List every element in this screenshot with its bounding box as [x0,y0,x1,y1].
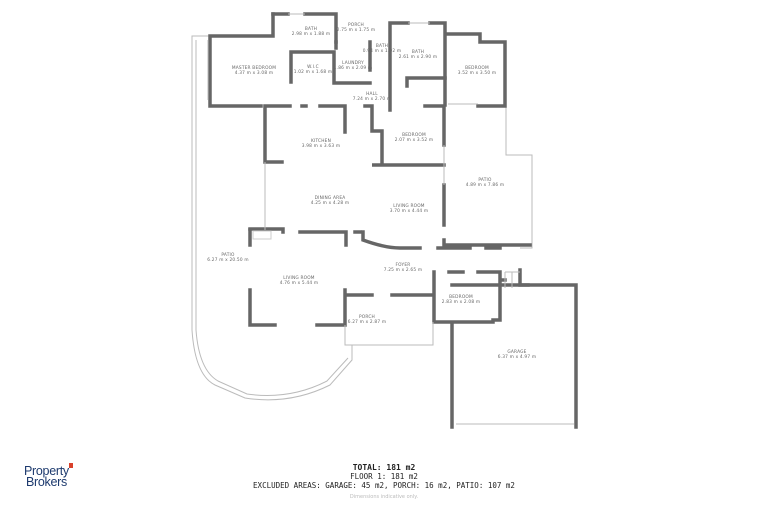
svg-text:DINING AREA: DINING AREA [315,195,346,201]
svg-text:PORCH: PORCH [348,22,364,28]
svg-text:LIVING ROOM: LIVING ROOM [283,275,315,281]
svg-text:6.37 m x 4.97 m: 6.37 m x 4.97 m [498,354,537,360]
svg-text:BATH: BATH [412,49,424,55]
svg-text:BATH: BATH [305,26,317,32]
svg-text:6.27 m x 20.50 m: 6.27 m x 20.50 m [207,257,248,263]
svg-text:BEDROOM: BEDROOM [449,294,473,300]
svg-text:4.76 m x 5.44 m: 4.76 m x 5.44 m [280,280,319,286]
logo-line2: Brokers [25,475,67,489]
svg-text:2.98 m x 1.88 m: 2.98 m x 1.88 m [292,31,331,37]
svg-text:MASTER BEDROOM: MASTER BEDROOM [232,65,276,71]
svg-text:6.27 m x 2.87 m: 6.27 m x 2.87 m [348,319,387,325]
svg-text:LIVING ROOM: LIVING ROOM [393,203,425,209]
floor-area: FLOOR 1: 181 m2 [350,472,418,481]
svg-text:HALL: HALL [366,91,378,97]
svg-text:0.94 m x 1.02 m: 0.94 m x 1.02 m [363,48,402,54]
svg-text:PATIO: PATIO [221,252,235,258]
svg-text:7.24 m x 2.70 m: 7.24 m x 2.70 m [353,96,392,102]
svg-text:LAUNDRY: LAUNDRY [342,60,364,66]
svg-text:1.86 m x 2.09 m: 1.86 m x 2.09 m [334,65,373,71]
svg-text:2.83 m x 2.08 m: 2.83 m x 2.08 m [442,299,481,305]
total-area: TOTAL: 181 m2 [352,463,416,472]
svg-text:W.I.C: W.I.C [307,64,319,70]
property-brokers-logo: Property Brokers [24,463,73,489]
svg-text:BEDROOM: BEDROOM [465,65,489,71]
disclaimer: Dimensions indicative only. [349,494,419,500]
svg-text:KITCHEN: KITCHEN [311,138,331,144]
svg-text:2.75 m x 1.75 m: 2.75 m x 1.75 m [337,27,376,33]
svg-text:2.07 m x 3.52 m: 2.07 m x 3.52 m [395,137,434,143]
svg-text:BEDROOM: BEDROOM [402,132,426,138]
svg-text:FOYER: FOYER [396,262,411,268]
svg-text:3.98 m x 3.63 m: 3.98 m x 3.63 m [302,143,341,149]
svg-text:3.52 m x 3.50 m: 3.52 m x 3.50 m [458,70,497,76]
svg-text:BATH: BATH [376,43,388,49]
svg-text:2.61 m x 2.90 m: 2.61 m x 2.90 m [399,54,438,60]
patio-boundary [191,35,353,401]
logo-accent [68,463,73,468]
excluded-areas: EXCLUDED AREAS: GARAGE: 45 m2, PORCH: 16… [253,481,515,490]
logo-line1: Property [24,464,69,478]
svg-text:1.02 m x 1.68 m: 1.02 m x 1.68 m [294,69,333,75]
svg-text:4.89 m x 7.86 m: 4.89 m x 7.86 m [466,182,505,188]
svg-text:GARAGE: GARAGE [507,349,526,355]
patio-right-boundary [505,107,533,249]
svg-text:4.25 m x 4.28 m: 4.25 m x 4.28 m [311,200,350,206]
svg-text:3.70 m x 4.44 m: 3.70 m x 4.44 m [390,208,429,214]
svg-text:PORCH: PORCH [359,314,375,320]
svg-text:PATIO: PATIO [478,177,492,183]
svg-text:7.25 m x 2.65 m: 7.25 m x 2.65 m [384,267,423,273]
svg-text:4.37 m x 3.08 m: 4.37 m x 3.08 m [235,70,274,76]
